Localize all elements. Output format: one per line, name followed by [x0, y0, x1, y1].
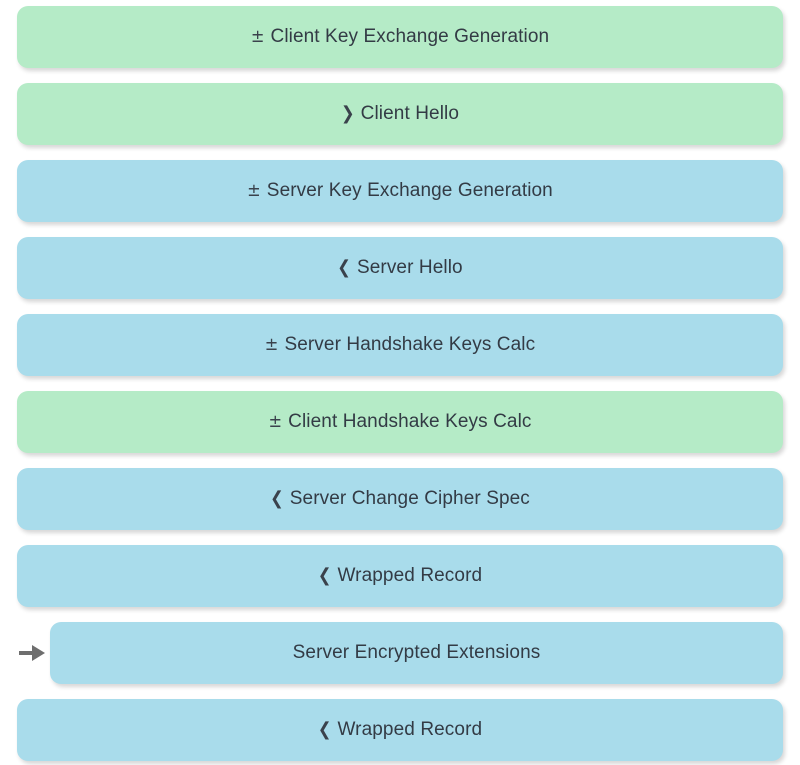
flow-row: ±Server Key Exchange Generation [0, 160, 800, 222]
flow-row-label: ❮Server Change Cipher Spec [270, 488, 530, 510]
chevron-left-icon: ❮ [270, 488, 284, 509]
flow-row-label: ❯Client Hello [341, 103, 459, 125]
flow-bar-client[interactable]: ❯Client Hello [17, 83, 783, 145]
flow-row-text: Wrapped Record [337, 565, 483, 586]
flow-row: ❮Server Hello [0, 237, 800, 299]
flow-row-label: Server Encrypted Extensions [293, 642, 541, 664]
flow-row: Server Encrypted Extensions [0, 622, 800, 684]
flow-bar-server[interactable]: ❮Wrapped Record [17, 545, 783, 607]
flow-bar-client[interactable]: ±Client Handshake Keys Calc [17, 391, 783, 453]
chevron-left-icon: ❮ [337, 257, 351, 278]
flow-bar-server[interactable]: ±Server Handshake Keys Calc [17, 314, 783, 376]
flow-bar-server[interactable]: Server Encrypted Extensions [50, 622, 783, 684]
flow-row-text: Server Change Cipher Spec [289, 488, 530, 509]
plus-minus-icon: ± [264, 334, 279, 355]
flow-row-label: ❮Server Hello [337, 257, 462, 279]
flow-row-text: Client Key Exchange Generation [270, 26, 550, 47]
flow-row-text: Server Handshake Keys Calc [284, 334, 536, 355]
flow-row: ±Server Handshake Keys Calc [0, 314, 800, 376]
flow-row: ±Client Key Exchange Generation [0, 6, 800, 68]
flow-row: ±Client Handshake Keys Calc [0, 391, 800, 453]
flow-bar-server[interactable]: ❮Server Change Cipher Spec [17, 468, 783, 530]
chevron-left-icon: ❮ [317, 565, 332, 586]
flow-row-text: Server Hello [356, 257, 463, 278]
flow-row-text: Client Hello [360, 103, 460, 124]
plus-minus-icon: ± [250, 26, 265, 47]
plus-minus-icon: ± [247, 180, 261, 201]
flow-row-text: Client Handshake Keys Calc [288, 411, 532, 432]
flow-bar-server[interactable]: ❮Wrapped Record [17, 699, 783, 761]
flow-bar-client[interactable]: ±Client Key Exchange Generation [17, 6, 783, 68]
arrow-right-icon [17, 640, 47, 666]
flow-row-label: ±Client Handshake Keys Calc [268, 411, 531, 433]
flow-row-text: Server Key Exchange Generation [266, 180, 553, 201]
flow-bar-server[interactable]: ❮Server Hello [17, 237, 783, 299]
flow-row-text: Server Encrypted Extensions [292, 642, 541, 663]
chevron-left-icon: ❮ [317, 719, 332, 740]
flow-bar-server[interactable]: ±Server Key Exchange Generation [17, 160, 783, 222]
plus-minus-icon: ± [268, 411, 283, 432]
flow-row-label: ❮Wrapped Record [318, 719, 482, 741]
flow-row: ❮Server Change Cipher Spec [0, 468, 800, 530]
flow-row-label: ±Client Key Exchange Generation [251, 26, 549, 48]
flow-row-text: Wrapped Record [337, 719, 483, 740]
flow-row: ❯Client Hello [0, 83, 800, 145]
flow-row-label: ±Server Handshake Keys Calc [265, 334, 535, 356]
chevron-right-icon: ❯ [340, 103, 355, 124]
flow-row: ❮Wrapped Record [0, 545, 800, 607]
flow-row-label: ±Server Key Exchange Generation [247, 180, 553, 202]
flow-row: ❮Wrapped Record [0, 699, 800, 761]
flow-row-label: ❮Wrapped Record [318, 565, 482, 587]
